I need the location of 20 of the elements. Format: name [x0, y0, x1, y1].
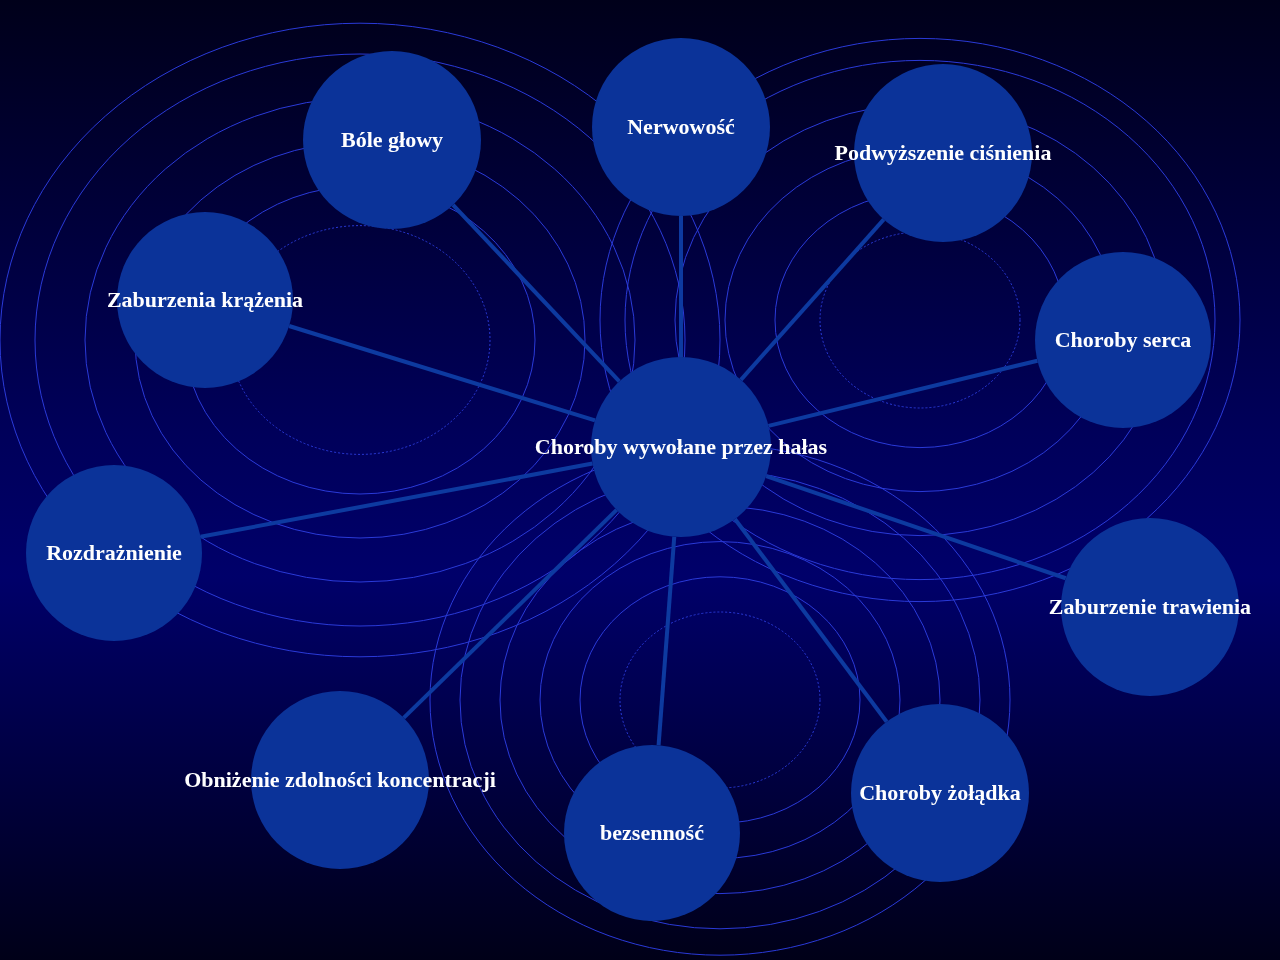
- node-label: Choroby serca: [1054, 327, 1192, 353]
- node-label: Rozdrażnienie: [46, 540, 182, 566]
- node-label: Zaburzenie trawienia: [1048, 594, 1252, 620]
- node-label: Choroby żołądka: [859, 780, 1021, 806]
- connector-line: [768, 358, 1038, 428]
- connector-line: [402, 508, 618, 720]
- connector-line: [451, 203, 621, 383]
- connector-line: [656, 536, 677, 746]
- connector-line: [288, 324, 596, 423]
- connector-line: [739, 218, 886, 382]
- connector-line: [733, 517, 889, 723]
- node-label: Choroby wywołane przez hałas: [534, 434, 828, 460]
- node-label: bezsenność: [600, 820, 704, 846]
- node-label: Podwyższenie ciśnienia: [834, 140, 1052, 166]
- node-label: Obniżenie zdolności koncentracji: [184, 767, 496, 793]
- node-label: Nerwowość: [627, 114, 735, 140]
- node-label: Bóle głowy: [340, 127, 444, 153]
- connector-line: [200, 461, 593, 539]
- connector-line: [679, 216, 683, 357]
- node-label: Zaburzenia krążenia: [106, 287, 304, 313]
